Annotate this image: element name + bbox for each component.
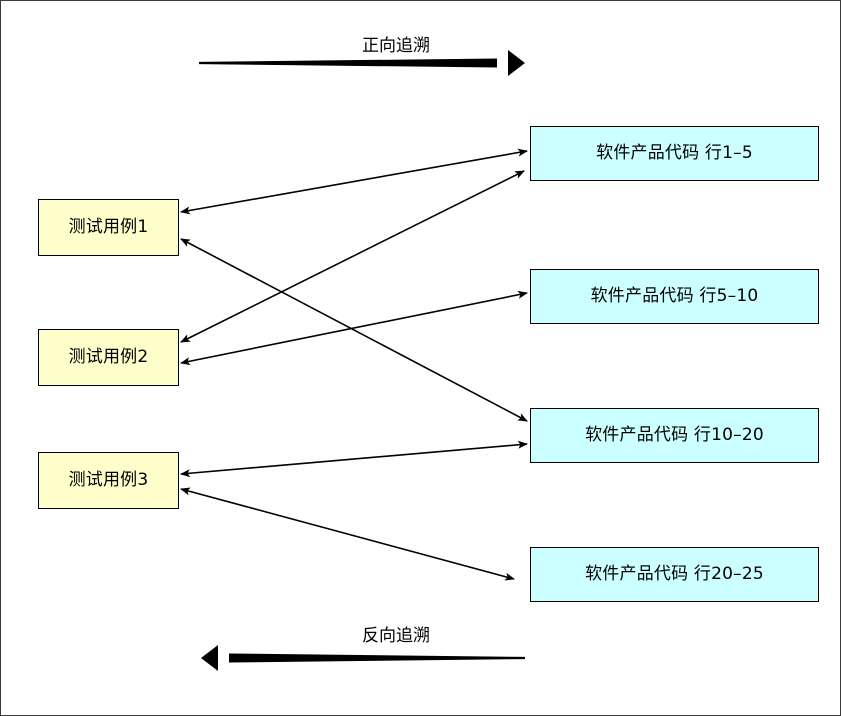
banner-arrow-head bbox=[508, 50, 525, 76]
banner-label-forward: 正向追溯 bbox=[362, 36, 430, 56]
testcase-node-tc3[interactable]: 测试用例3 bbox=[38, 452, 179, 509]
code-node-label: 软件产品代码 行10–20 bbox=[585, 425, 764, 446]
code-node-label: 软件产品代码 行1–5 bbox=[596, 143, 753, 164]
testcase-node-label: 测试用例2 bbox=[68, 347, 149, 368]
testcase-node-label: 测试用例1 bbox=[68, 217, 149, 238]
testcase-node-label: 测试用例3 bbox=[68, 470, 149, 491]
code-node-label: 软件产品代码 行20–25 bbox=[585, 564, 764, 585]
banner-arrow-shaft bbox=[199, 58, 497, 68]
code-node-c1[interactable]: 软件产品代码 行1–5 bbox=[530, 126, 819, 181]
testcase-node-tc2[interactable]: 测试用例2 bbox=[38, 329, 179, 386]
code-node-label: 软件产品代码 行5–10 bbox=[590, 286, 759, 307]
banner-label-backward: 反向追溯 bbox=[362, 626, 430, 646]
code-node-c2[interactable]: 软件产品代码 行5–10 bbox=[530, 269, 819, 324]
code-node-c3[interactable]: 软件产品代码 行10–20 bbox=[530, 408, 819, 463]
testcase-node-tc1[interactable]: 测试用例1 bbox=[38, 199, 179, 256]
banner-arrow-shaft bbox=[229, 653, 525, 663]
code-node-c4[interactable]: 软件产品代码 行20–25 bbox=[530, 547, 819, 602]
banner-arrow-head bbox=[201, 645, 218, 671]
